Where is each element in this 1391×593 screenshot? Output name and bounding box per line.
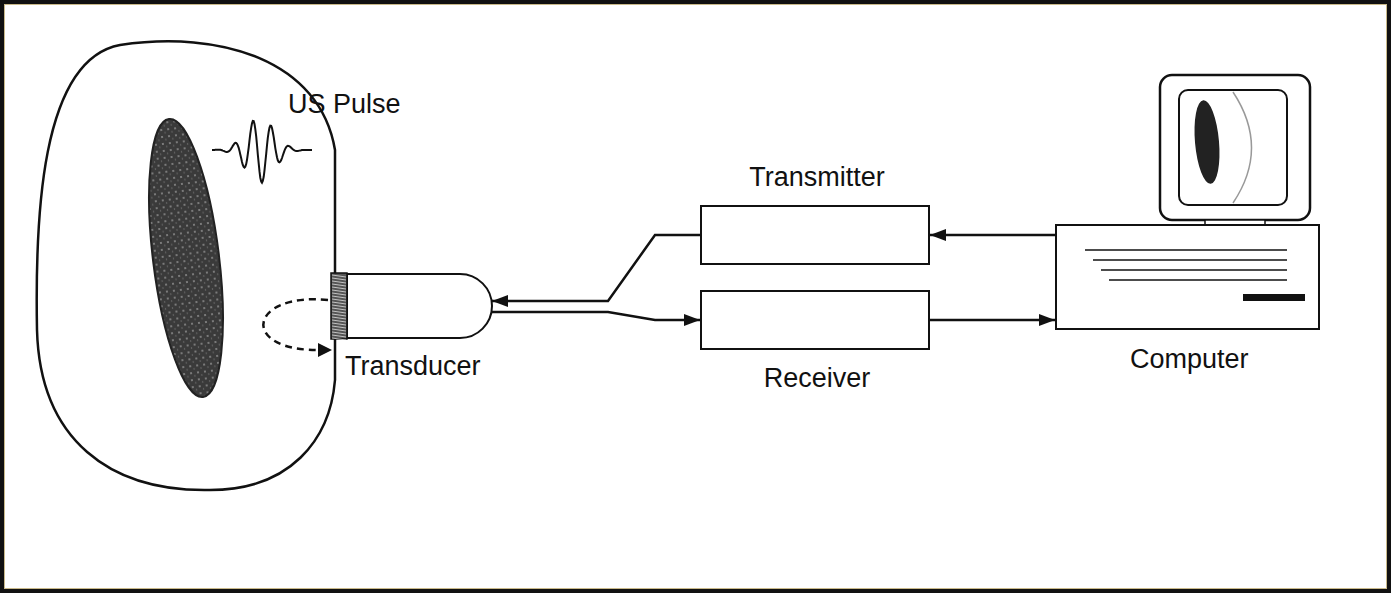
computer-base [1056,225,1319,329]
vent-line [1085,249,1287,251]
signal-connector [930,229,1055,241]
transducer-shape [330,272,495,340]
vent-line [1101,269,1287,271]
signal-connector [492,312,700,326]
screen [1179,90,1287,205]
node-label: Transmitter [749,163,885,193]
node-label: Computer [1130,345,1249,375]
signal-connector [930,314,1055,326]
organ [136,115,236,401]
drive-slot [1243,294,1305,301]
signal-connector [492,235,700,307]
computer-unit: Computer [1055,70,1320,330]
us-pulse-wave [212,121,312,183]
vent-line [1109,279,1287,281]
vent-line [1093,259,1287,261]
node-label: Transducer [345,352,481,382]
unit-box: Receiver [700,290,930,350]
monitor [1160,75,1310,220]
scan-sector [1233,92,1252,203]
unit-box: Transmitter [700,205,930,265]
echo-arrowhead [318,343,332,357]
transducer-face [331,273,347,339]
node-label: Receiver [764,364,871,394]
computer-drawing [1055,70,1320,330]
transducer-probe: Transducer [330,272,495,340]
pulse-label: US Pulse [288,90,401,120]
transducer-body [347,274,492,338]
screen-organ [1191,99,1222,185]
echo-path [263,299,328,350]
